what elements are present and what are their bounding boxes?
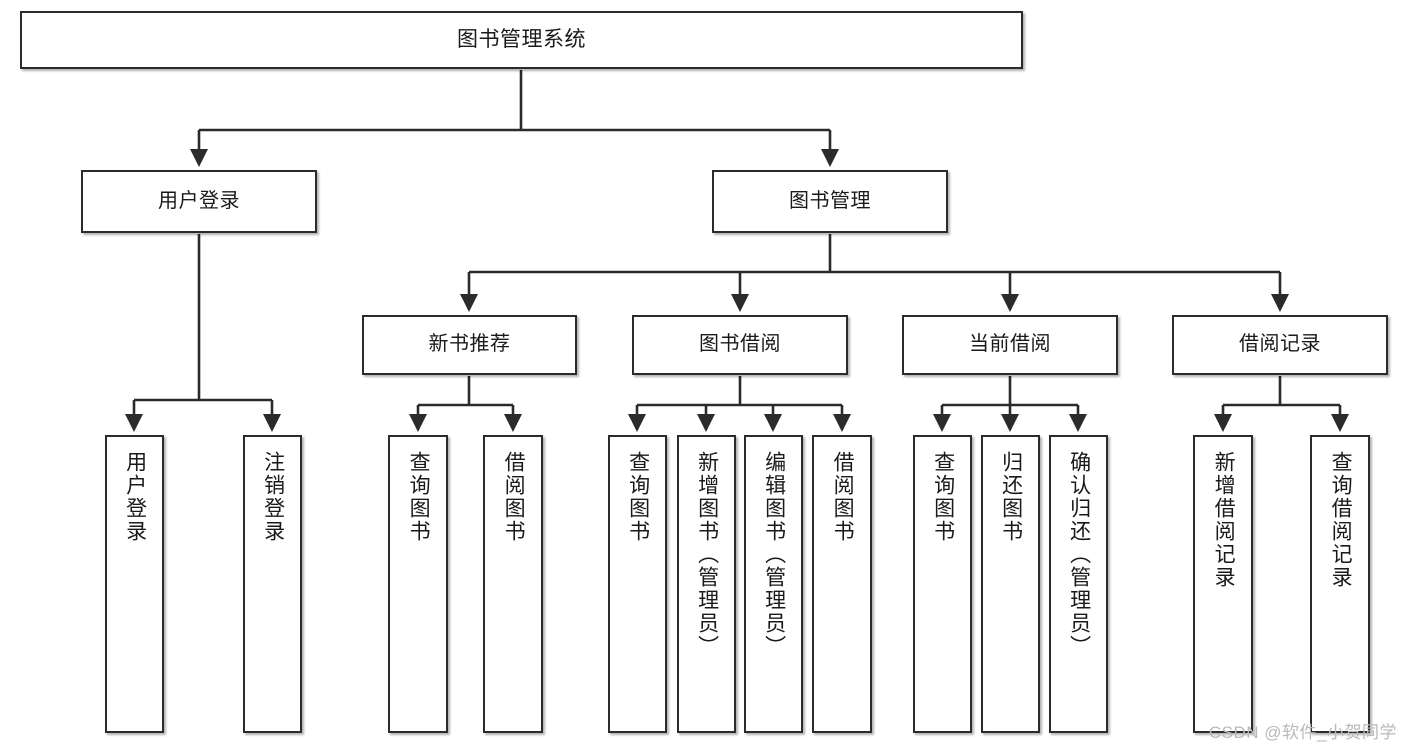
node-label: 归还图书 xyxy=(999,451,1023,543)
leaf-borrow-record-add[interactable]: 新增借阅记录 xyxy=(1193,435,1253,733)
leaf-current-borrow-return[interactable]: 归还图书 xyxy=(981,435,1040,733)
leaf-new-book-borrow[interactable]: 借阅图书 xyxy=(483,435,543,733)
leaf-book-borrow-add-admin[interactable]: 新增图书（管理员） xyxy=(677,435,736,733)
node-label: 查询借阅记录 xyxy=(1329,451,1353,589)
node-label: 用户登录 xyxy=(123,451,147,543)
node-label: 编辑图书（管理员） xyxy=(762,451,786,658)
node-label: 新增图书（管理员） xyxy=(695,451,719,658)
node-user-login[interactable]: 用户登录 xyxy=(81,170,317,233)
leaf-new-book-query[interactable]: 查询图书 xyxy=(388,435,448,733)
leaf-current-borrow-query[interactable]: 查询图书 xyxy=(913,435,972,733)
csdn-watermark: CSDN @软件_小贺同学 xyxy=(1208,723,1397,742)
leaf-book-borrow-edit-admin[interactable]: 编辑图书（管理员） xyxy=(744,435,803,733)
node-label: 查询图书 xyxy=(931,451,955,543)
node-label: 新增借阅记录 xyxy=(1212,451,1236,589)
node-label: 图书管理 xyxy=(789,189,871,212)
node-current-borrow[interactable]: 当前借阅 xyxy=(902,315,1118,375)
node-label: 当前借阅 xyxy=(969,333,1051,356)
leaf-borrow-record-query[interactable]: 查询借阅记录 xyxy=(1310,435,1370,733)
node-label: 借阅记录 xyxy=(1239,333,1321,356)
node-label: 确认归还（管理员） xyxy=(1067,451,1091,658)
node-new-book-recommend[interactable]: 新书推荐 xyxy=(362,315,577,375)
node-book-management[interactable]: 图书管理 xyxy=(712,170,948,233)
node-label: 借阅图书 xyxy=(502,451,526,543)
node-label: 图书管理系统 xyxy=(457,27,586,51)
node-label: 用户登录 xyxy=(158,189,240,212)
node-borrow-record[interactable]: 借阅记录 xyxy=(1172,315,1388,375)
node-book-borrow[interactable]: 图书借阅 xyxy=(632,315,848,375)
node-label: 新书推荐 xyxy=(428,333,511,356)
leaf-book-borrow-borrow[interactable]: 借阅图书 xyxy=(812,435,872,733)
leaf-user-login-logout[interactable]: 注销登录 xyxy=(243,435,302,733)
node-root-book-management-system[interactable]: 图书管理系统 xyxy=(20,11,1023,69)
leaf-user-login-login[interactable]: 用户登录 xyxy=(105,435,164,733)
node-label: 注销登录 xyxy=(261,451,285,543)
node-label: 图书借阅 xyxy=(699,333,781,356)
node-label: 查询图书 xyxy=(626,451,650,543)
leaf-current-borrow-confirm-return-admin[interactable]: 确认归还（管理员） xyxy=(1049,435,1108,733)
node-label: 借阅图书 xyxy=(831,451,855,543)
node-label: 查询图书 xyxy=(407,451,431,543)
leaf-book-borrow-query[interactable]: 查询图书 xyxy=(608,435,667,733)
